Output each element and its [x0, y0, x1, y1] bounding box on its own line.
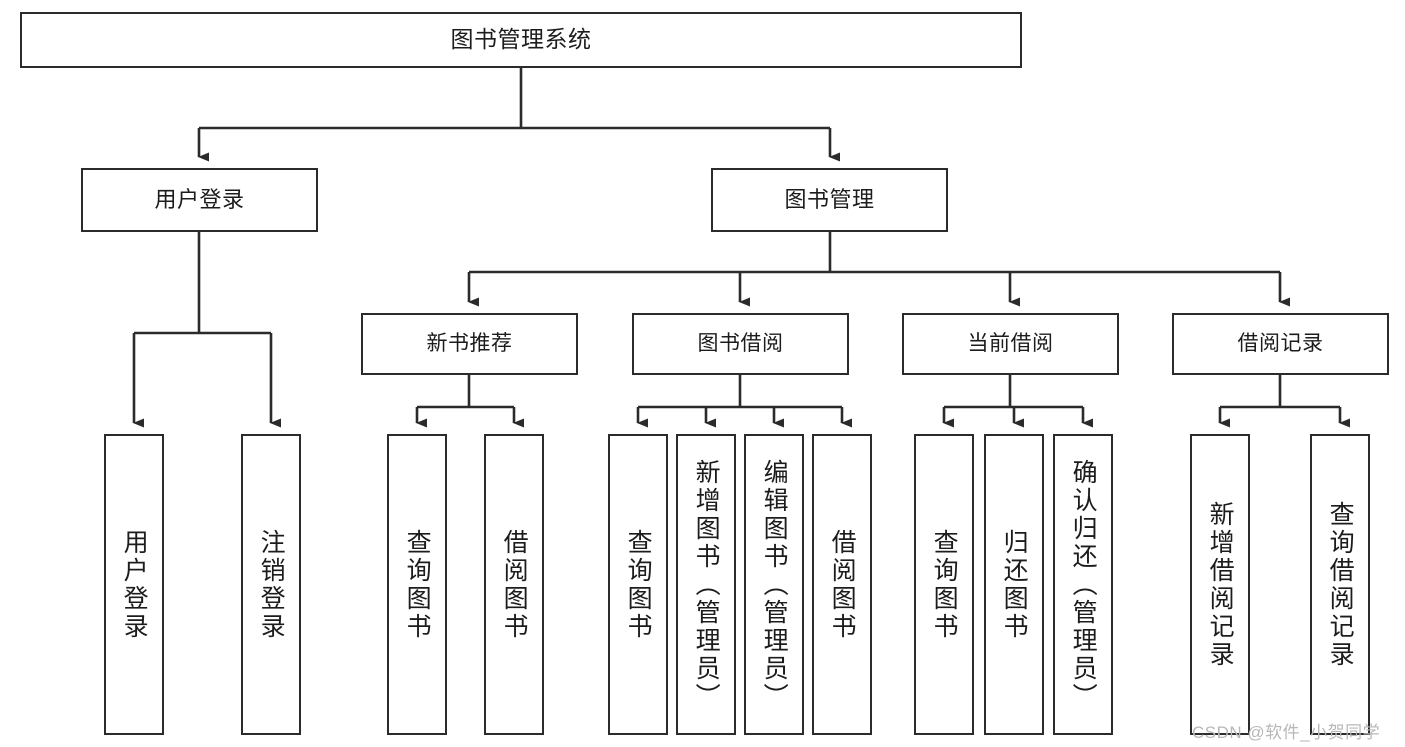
connectors-root-level1: [197, 68, 840, 162]
node-level2-4[interactable]: 借阅记录: [1172, 313, 1389, 375]
node-leaf-11-label: 确认归还（管理员）: [1069, 458, 1098, 711]
node-level1-1[interactable]: 用户登录: [81, 168, 318, 232]
node-leaf-10-label: 归还图书: [1000, 528, 1029, 641]
node-leaf-12[interactable]: 新增借阅记录: [1190, 434, 1250, 735]
node-leaf-3-label: 查询图书: [403, 528, 432, 641]
node-leaf-11[interactable]: 确认归还（管理员）: [1053, 434, 1113, 735]
node-level1-2[interactable]: 图书管理: [711, 168, 948, 232]
node-leaf-6[interactable]: 新增图书（管理员）: [676, 434, 736, 735]
node-level2-1-label: 新书推荐: [426, 332, 513, 356]
node-leaf-12-label: 新增借阅记录: [1206, 500, 1235, 669]
node-leaf-7[interactable]: 编辑图书（管理员）: [744, 434, 804, 735]
node-level1-1-label: 用户登录: [154, 186, 245, 212]
node-leaf-5[interactable]: 查询图书: [608, 434, 668, 735]
node-leaf-8-label: 借阅图书: [828, 528, 857, 641]
node-leaf-9-label: 查询图书: [930, 528, 959, 641]
node-leaf-5-label: 查询图书: [624, 528, 653, 641]
connectors-newbook-leaves: [415, 375, 524, 428]
connectors-current-leaves: [942, 375, 1093, 428]
node-root-label: 图书管理系统: [450, 26, 592, 53]
node-leaf-6-label: 新增图书（管理员）: [692, 458, 721, 711]
node-leaf-7-label: 编辑图书（管理员）: [760, 458, 789, 711]
node-level2-1[interactable]: 新书推荐: [361, 313, 578, 375]
node-leaf-13[interactable]: 查询借阅记录: [1310, 434, 1370, 735]
node-leaf-4[interactable]: 借阅图书: [484, 434, 544, 735]
node-leaf-13-label: 查询借阅记录: [1326, 500, 1355, 669]
node-leaf-10[interactable]: 归还图书: [984, 434, 1044, 735]
connectors-userlogin-leaves: [132, 232, 281, 428]
node-leaf-4-label: 借阅图书: [500, 528, 529, 641]
node-leaf-9[interactable]: 查询图书: [914, 434, 974, 735]
node-leaf-2-label: 注销登录: [257, 528, 286, 641]
node-level2-2[interactable]: 图书借阅: [632, 313, 849, 375]
connectors-bookmgmt-level2: [467, 232, 1290, 307]
node-level1-2-label: 图书管理: [784, 186, 875, 212]
node-leaf-1-label: 用户登录: [120, 528, 149, 641]
node-level2-3-label: 当前借阅: [967, 332, 1054, 356]
node-leaf-2[interactable]: 注销登录: [241, 434, 301, 735]
node-leaf-8[interactable]: 借阅图书: [812, 434, 872, 735]
node-root-system[interactable]: 图书管理系统: [20, 12, 1022, 68]
node-leaf-1[interactable]: 用户登录: [104, 434, 164, 735]
node-leaf-3[interactable]: 查询图书: [387, 434, 447, 735]
node-level2-2-label: 图书借阅: [697, 332, 784, 356]
connectors-record-leaves: [1218, 375, 1350, 428]
node-level2-4-label: 借阅记录: [1237, 332, 1324, 356]
connectors-borrow-leaves: [636, 375, 852, 428]
node-level2-3[interactable]: 当前借阅: [902, 313, 1119, 375]
